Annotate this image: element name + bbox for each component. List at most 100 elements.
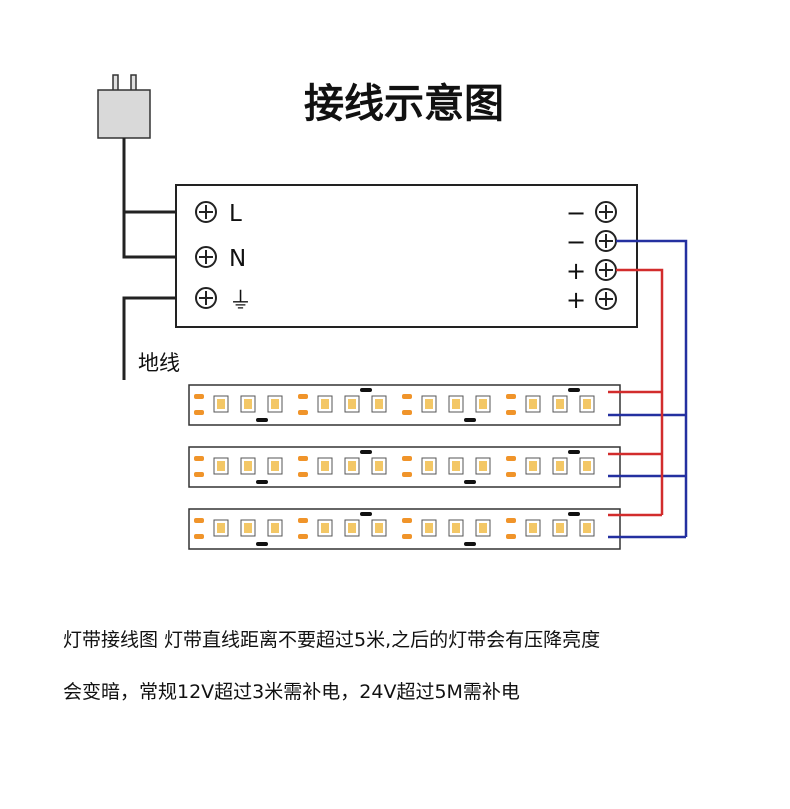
- caption-line-1: 灯带接线图 灯带直线距离不要超过5米,之后的灯带会有压降亮度: [63, 629, 601, 651]
- led-strip: [188, 508, 621, 550]
- solder-pad: [194, 410, 204, 415]
- solder-pad: [506, 472, 516, 477]
- screw-terminal-icon: [595, 201, 617, 223]
- led-chip: [371, 395, 387, 413]
- solder-pad: [402, 394, 412, 399]
- solder-pad: [194, 518, 204, 523]
- terminal-neg-1: −: [566, 199, 617, 227]
- terminal-label-N: N: [229, 246, 246, 272]
- led-chip: [317, 395, 333, 413]
- solder-pad: [506, 410, 516, 415]
- screw-terminal-icon: [595, 230, 617, 252]
- led-chip: [579, 395, 595, 413]
- led-chip: [579, 519, 595, 537]
- resistor: [568, 450, 580, 454]
- led-chip: [344, 457, 360, 475]
- solder-pad: [298, 472, 308, 477]
- screw-terminal-icon: [595, 259, 617, 281]
- resistor: [568, 388, 580, 392]
- led-chip: [475, 519, 491, 537]
- resistor: [360, 512, 372, 516]
- led-chip: [525, 395, 541, 413]
- led-chip: [552, 457, 568, 475]
- led-chip: [213, 457, 229, 475]
- solder-pad: [402, 410, 412, 415]
- ground-label: 地线: [138, 351, 180, 375]
- led-chip: [344, 519, 360, 537]
- solder-pad: [298, 518, 308, 523]
- solder-pad: [194, 534, 204, 539]
- led-chip: [240, 519, 256, 537]
- led-chip: [421, 395, 437, 413]
- solder-pad: [298, 410, 308, 415]
- terminal-label-ground: ⏚: [229, 288, 252, 314]
- screw-terminal-icon: [595, 288, 617, 310]
- solder-pad: [194, 394, 204, 399]
- diagram-title: 接线示意图: [304, 81, 504, 127]
- led-chip: [344, 395, 360, 413]
- led-strips: [188, 384, 621, 550]
- led-chip: [267, 395, 283, 413]
- led-chip: [448, 457, 464, 475]
- solder-pad: [194, 456, 204, 461]
- resistor: [464, 542, 476, 546]
- solder-pad: [506, 456, 516, 461]
- resistor: [568, 512, 580, 516]
- caption-line-2: 会变暗，常规12V超过3米需补电，24V超过5M需补电: [63, 681, 520, 703]
- led-chip: [240, 457, 256, 475]
- solder-pad: [298, 394, 308, 399]
- resistor: [464, 418, 476, 422]
- led-chip: [579, 457, 595, 475]
- solder-pad: [506, 518, 516, 523]
- resistor: [256, 480, 268, 484]
- positive-wire: [608, 268, 664, 517]
- solder-pad: [402, 534, 412, 539]
- led-chip: [475, 457, 491, 475]
- terminal-pos-2: +: [566, 286, 617, 314]
- terminal-sign: −: [566, 199, 586, 227]
- ground-wire: [122, 296, 196, 380]
- solder-pad: [298, 534, 308, 539]
- solder-pad: [194, 472, 204, 477]
- terminal-L: L: [195, 201, 242, 227]
- led-chip: [267, 519, 283, 537]
- resistor: [360, 388, 372, 392]
- led-strip: [188, 384, 621, 426]
- negative-wire: [608, 239, 688, 539]
- led-chip: [240, 395, 256, 413]
- power-plug-icon: [97, 74, 151, 139]
- led-chip: [552, 519, 568, 537]
- led-chip: [421, 457, 437, 475]
- resistor: [464, 480, 476, 484]
- solder-pad: [402, 518, 412, 523]
- resistor: [256, 542, 268, 546]
- terminal-sign: +: [566, 286, 586, 314]
- led-strip: [188, 446, 621, 488]
- led-chip: [552, 395, 568, 413]
- terminal-label-L: L: [229, 201, 242, 227]
- led-chip: [525, 519, 541, 537]
- solder-pad: [402, 472, 412, 477]
- screw-terminal-icon: [195, 201, 217, 223]
- led-chip: [371, 457, 387, 475]
- led-chip: [448, 395, 464, 413]
- solder-pad: [506, 534, 516, 539]
- led-chip: [317, 457, 333, 475]
- led-chip: [267, 457, 283, 475]
- terminal-N: N: [195, 246, 246, 272]
- led-chip: [317, 519, 333, 537]
- terminal-pos-1: +: [566, 257, 617, 285]
- terminal-ground: ⏚: [195, 287, 252, 314]
- power-supply-box: [175, 184, 638, 328]
- led-chip: [371, 519, 387, 537]
- led-chip: [421, 519, 437, 537]
- resistor: [360, 450, 372, 454]
- led-chip: [475, 395, 491, 413]
- screw-terminal-icon: [195, 246, 217, 268]
- led-chip: [213, 395, 229, 413]
- terminal-sign: +: [566, 257, 586, 285]
- led-chip: [525, 457, 541, 475]
- terminal-neg-2: −: [566, 228, 617, 256]
- solder-pad: [402, 456, 412, 461]
